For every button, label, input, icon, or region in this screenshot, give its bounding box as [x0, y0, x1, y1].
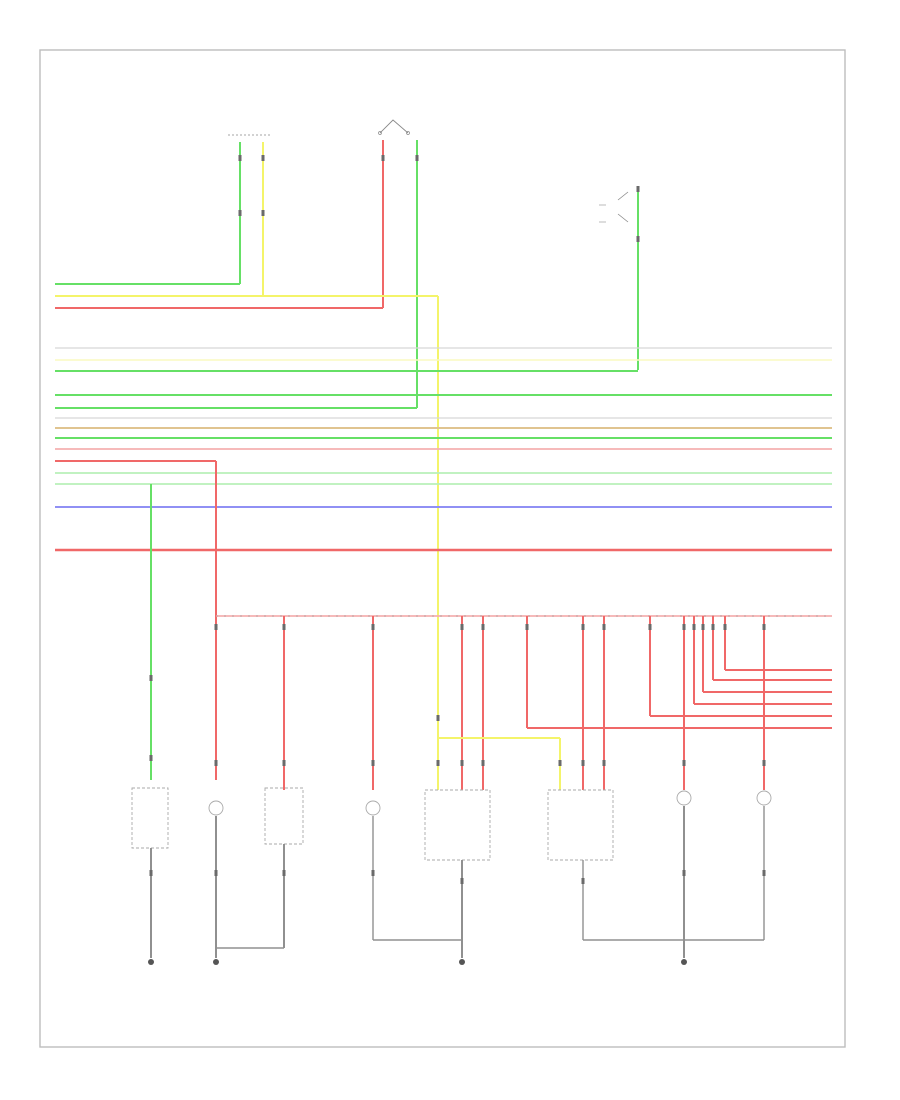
- ground-connector-marks: [149, 870, 766, 884]
- lamp-5: [424, 789, 491, 861]
- ground-3: [459, 959, 465, 965]
- red-drops: [283, 616, 832, 790]
- lamp-2: [208, 800, 224, 816]
- lamp-8: [756, 790, 772, 806]
- top-vertical-wires: [239, 140, 639, 408]
- ground-wires: [150, 806, 765, 958]
- drop-connector-marks: [149, 624, 766, 766]
- lamp-7: [676, 790, 692, 806]
- top-connector-marks: [238, 155, 640, 242]
- ground-4: [681, 959, 687, 965]
- top-right-switch: [599, 191, 629, 223]
- ground-1: [148, 959, 154, 965]
- left-vertical-drops: [150, 461, 217, 780]
- lamp-4: [365, 800, 381, 816]
- lamp-1: [131, 787, 169, 849]
- lamp-3: [264, 787, 304, 845]
- top-horizontal-wires: [55, 283, 439, 738]
- top-mid-switch: [378, 119, 410, 135]
- yellow-branch: [437, 737, 561, 790]
- lamp-6: [547, 789, 614, 861]
- bus-wires: [55, 347, 832, 552]
- ground-2: [213, 959, 219, 965]
- diagram-frame: [39, 49, 846, 1048]
